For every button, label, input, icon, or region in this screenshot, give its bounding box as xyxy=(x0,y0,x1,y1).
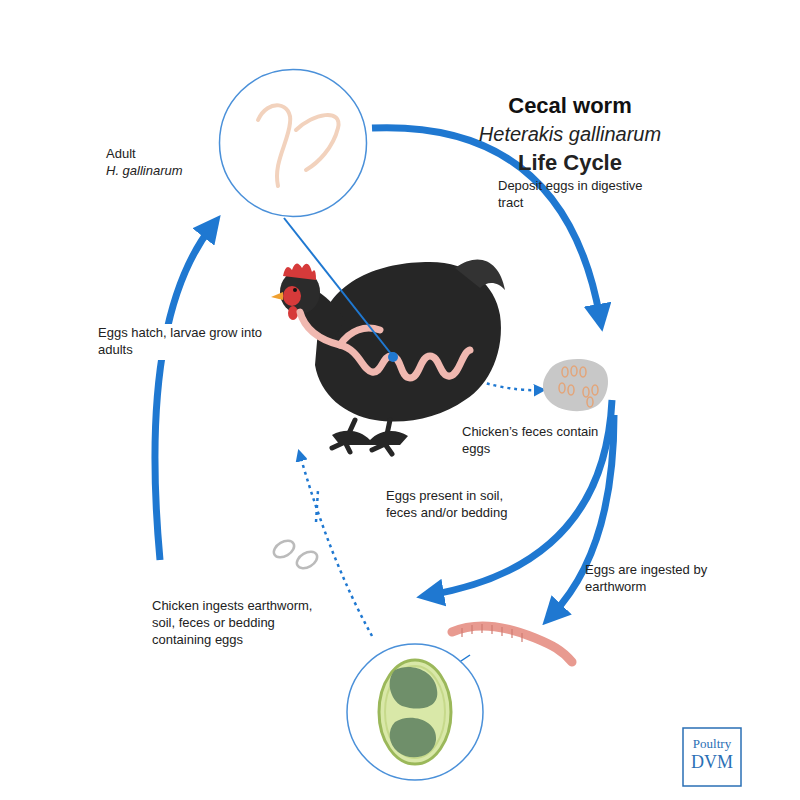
circle-outline xyxy=(218,68,368,218)
egg-illustration xyxy=(379,660,451,764)
step-label: Deposit eggs in digestive tract xyxy=(498,178,648,212)
leader-dot xyxy=(388,352,398,362)
eggs-illustration xyxy=(271,537,320,571)
dotted-arrow xyxy=(316,490,318,522)
earthworm-rings xyxy=(462,624,522,642)
worm-illustration xyxy=(258,105,339,186)
stage-name: H. gallinarum xyxy=(106,163,183,180)
stage-circle: AdultH. gallinarum xyxy=(218,68,368,218)
subtitle: Heterakis gallinarum xyxy=(440,121,700,147)
logo-text: DVM xyxy=(683,753,741,771)
stage-heading: Adult xyxy=(106,146,136,163)
egg-circle xyxy=(347,644,483,780)
logo-text: Poultry xyxy=(683,737,741,750)
feces-illustration xyxy=(543,359,608,411)
step-label: Eggs present in soil, feces and/or beddi… xyxy=(386,488,536,522)
step-label: Eggs are ingested by earthworm xyxy=(585,562,720,596)
step-label: Eggs hatch, larvae grow into adults xyxy=(96,324,270,360)
title: Cecal worm xyxy=(440,92,700,121)
logo-box xyxy=(683,728,741,786)
cycle-arrows xyxy=(155,128,614,615)
circle-border xyxy=(220,70,367,217)
subtitle: Life Cycle xyxy=(440,149,700,178)
cycle-arrow xyxy=(155,226,212,560)
step-label: Chicken ingests earthworm, soil, feces o… xyxy=(152,598,332,649)
leader-line xyxy=(284,218,392,355)
step-label: Chicken’s feces contain eggs xyxy=(462,424,602,458)
